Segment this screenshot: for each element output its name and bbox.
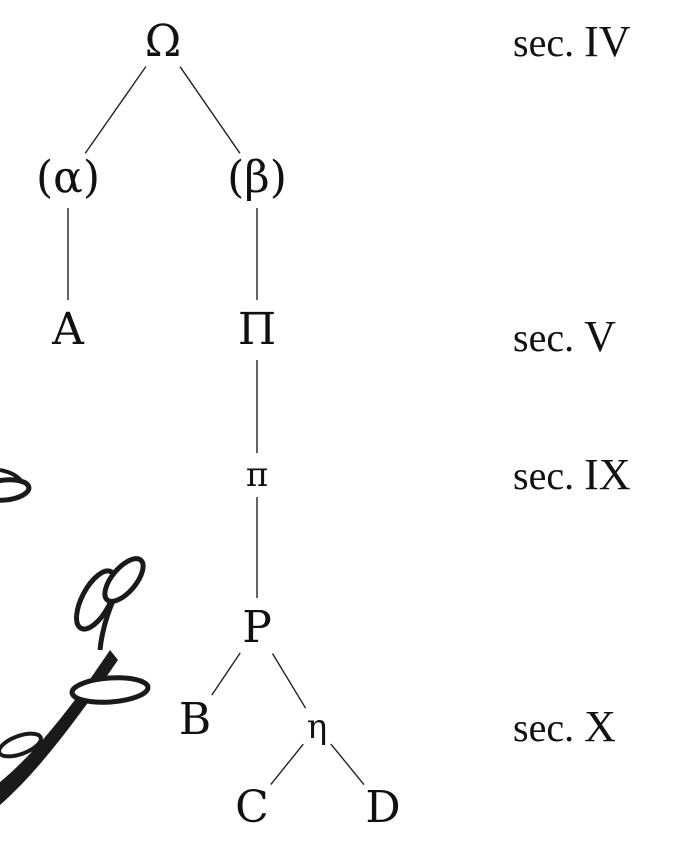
node-pi: π	[245, 455, 269, 495]
node-P: P	[242, 602, 272, 653]
edge-omega-alpha	[84, 66, 147, 154]
edge-eta-C	[270, 743, 304, 786]
century-label: sec. IX	[513, 453, 631, 497]
century-numeral: IX	[584, 450, 631, 499]
node-beta: (β)	[227, 152, 287, 203]
node-C: C	[235, 782, 269, 833]
node-alpha: (α)	[35, 152, 101, 203]
edge-P-B	[211, 652, 241, 696]
edge-omega-beta	[179, 66, 241, 154]
century-label: sec. IV	[513, 20, 631, 64]
node-omega: Ω	[144, 16, 182, 67]
century-label: sec. V	[513, 315, 616, 359]
node-eta: η	[306, 707, 328, 747]
node-Pi: Π	[237, 304, 277, 355]
century-numeral: X	[584, 702, 616, 751]
edge-eta-D	[330, 743, 365, 786]
century-prefix: sec.	[513, 20, 575, 65]
century-label: sec. X	[513, 705, 616, 749]
century-prefix: sec.	[513, 315, 575, 360]
node-A: A	[52, 304, 84, 355]
node-B: B	[178, 694, 212, 745]
node-D: D	[365, 782, 401, 833]
century-numeral: IV	[584, 17, 631, 66]
edge-P-eta	[271, 653, 307, 709]
century-prefix: sec.	[513, 453, 575, 498]
century-prefix: sec.	[513, 705, 575, 750]
century-numeral: V	[584, 312, 616, 361]
